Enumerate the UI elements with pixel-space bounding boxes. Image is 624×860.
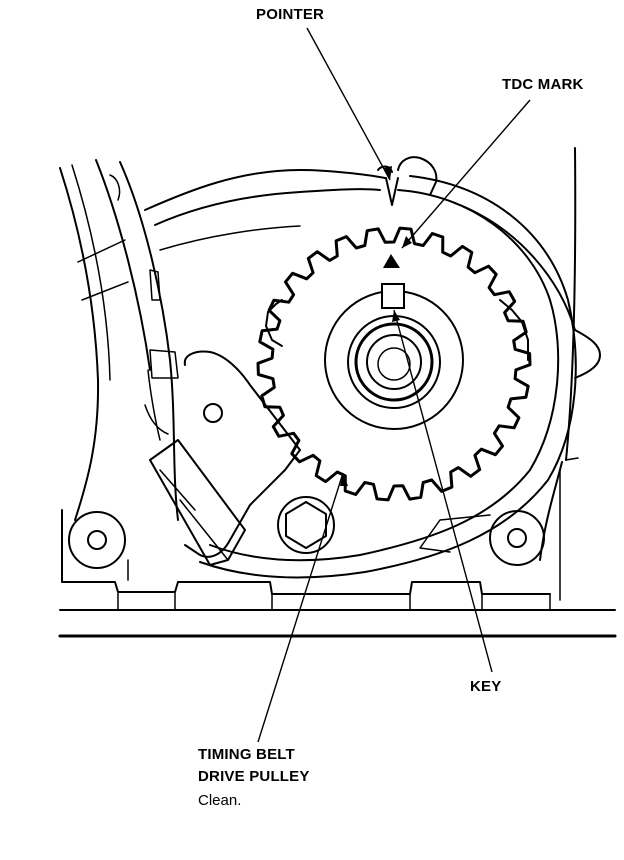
key-label: KEY	[470, 678, 502, 695]
timing-belt	[199, 175, 577, 579]
pointer-tab	[377, 156, 438, 206]
timing-belt-label-line2: DRIVE PULLEY	[198, 768, 310, 785]
left-mount-boss	[68, 511, 126, 569]
drive-pulley-gear	[256, 226, 532, 502]
left-casing	[59, 159, 386, 521]
idler-bolt	[277, 496, 335, 554]
tdc-mark-triangle	[383, 254, 400, 268]
key-square	[381, 283, 405, 309]
right-mount-boss	[419, 510, 545, 566]
tensioner-bracket	[149, 350, 301, 566]
pointer-label: POINTER	[256, 6, 325, 23]
tdc-mark-label: TDC MARK	[502, 76, 584, 93]
leader-lines	[257, 27, 531, 743]
timing-belt-label-line1: TIMING BELT	[198, 746, 295, 763]
engine-block-base	[58, 509, 617, 638]
timing-belt-note: Clean.	[198, 792, 242, 809]
